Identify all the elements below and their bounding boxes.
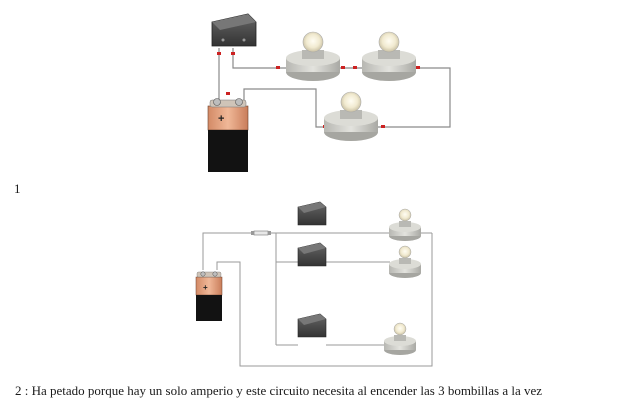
bulb-holder-2c xyxy=(384,322,416,355)
bulb-holder-3 xyxy=(324,91,378,141)
figure-2-caption: 2 : Ha petado porque hay un solo amperio… xyxy=(15,383,543,398)
bulb-holder-1 xyxy=(286,31,340,81)
fuse-icon xyxy=(251,230,271,236)
battery-2: + xyxy=(195,271,223,321)
figure-1-label: 1 xyxy=(14,181,21,196)
circuit-2: + xyxy=(195,201,433,367)
bulb-holder-2a xyxy=(389,208,421,241)
rocker-switch-2b xyxy=(297,242,327,267)
bulb-holder-2b xyxy=(389,245,421,278)
rocker-switch-1 xyxy=(211,13,257,47)
rocker-switch-2c xyxy=(297,313,327,338)
battery-2-plus-sign: + xyxy=(203,283,208,292)
circuit-2-wires xyxy=(202,232,433,367)
bulb-holder-2 xyxy=(362,31,416,81)
battery-1-plus-sign: + xyxy=(218,113,224,125)
circuit-1: + xyxy=(207,13,451,172)
battery-1: + xyxy=(207,98,249,172)
rocker-switch-2a xyxy=(297,201,327,226)
